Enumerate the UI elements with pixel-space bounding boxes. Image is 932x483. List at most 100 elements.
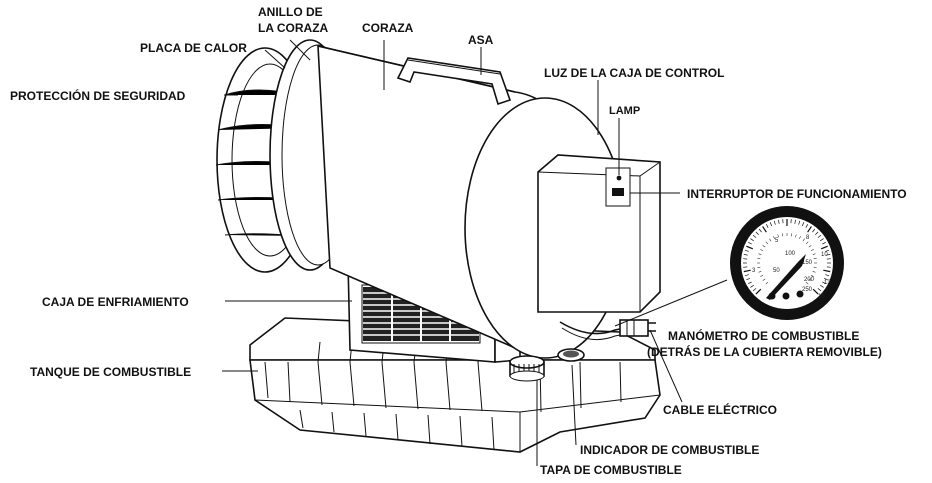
gauge-needle	[766, 254, 806, 300]
gauge-inner-tick	[757, 258, 761, 260]
gauge-inner-tick	[769, 238, 772, 242]
gauge-inner-tick	[795, 234, 797, 238]
label-tanque: TANQUE DE COMBUSTIBLE	[30, 365, 191, 379]
gauge-inner-tick	[810, 249, 814, 251]
gauge-inner-tick	[773, 236, 775, 240]
gauge-tick	[744, 249, 749, 252]
gauge-tick	[825, 249, 830, 252]
gauge-inner-tick	[810, 275, 814, 277]
gauge-tick	[815, 231, 819, 235]
gauge-tick	[794, 219, 796, 224]
fuel-gauge-indicator	[557, 348, 585, 362]
label-anillo-line2: LA CORAZA	[258, 21, 329, 35]
gauge-tick	[823, 277, 828, 281]
gauge-tick	[805, 224, 809, 228]
gauge-inner-tick	[762, 278, 766, 281]
gauge-tick	[801, 222, 805, 227]
gauge-inner-tick	[760, 275, 764, 277]
gauge-inner-tick	[805, 281, 809, 285]
label-luz-caja: LUZ DE LA CAJA DE CONTROL	[544, 66, 724, 80]
label-cable: CABLE ELÉCTRICO	[663, 402, 777, 417]
gauge-tick	[752, 288, 757, 292]
label-caja-enfriamiento: CAJA DE ENFRIAMIENTO	[42, 295, 189, 309]
label-indicador: INDICADOR DE COMBUSTIBLE	[580, 443, 759, 457]
power-cord	[559, 319, 656, 341]
gauge-tick	[744, 274, 749, 277]
gauge-tick	[746, 245, 754, 250]
gauge-tick	[755, 231, 759, 235]
gauge-tick	[758, 228, 762, 233]
gauge-inner-tick	[813, 266, 817, 268]
gauge-tick	[752, 234, 757, 238]
gauge-tick	[823, 269, 831, 273]
gauge-tick	[826, 254, 831, 256]
label-interruptor: INTERRUPTOR DE FUNCIONAMIENTO	[687, 187, 907, 201]
gauge-inner-tick	[808, 245, 812, 248]
gauge-inner-tick	[812, 253, 816, 255]
gauge-inner-tick	[758, 271, 762, 273]
gauge-outer-5: 5	[775, 238, 779, 244]
gauge-inner-tick	[765, 241, 769, 245]
label-proteccion: PROTECCIÓN DE SEGURIDAD	[10, 88, 186, 103]
labels: ANILLO DE LA CORAZA PLACA DE CALOR CORAZ…	[10, 5, 907, 477]
label-tapa: TAPA DE COMBUSTIBLE	[540, 463, 682, 477]
gauge-tick	[812, 288, 819, 295]
gauge-tick	[755, 288, 762, 295]
gauge-tick	[765, 224, 769, 228]
leader-lines	[222, 39, 728, 466]
label-asa: ASA	[468, 33, 494, 47]
fuel-cap	[509, 355, 545, 382]
operating-switch	[612, 188, 624, 196]
gauge-inner-200: 200	[804, 277, 815, 283]
gauge-outer-13: 13	[824, 280, 831, 286]
gauge-tick	[820, 238, 824, 242]
label-manometro-line2: (DETRÁS DE LA CUBIERTA REMOVIBLE)	[647, 344, 882, 359]
gauge-inner-tick	[782, 233, 784, 237]
gauge-inner-tick	[777, 234, 779, 238]
gauge-tick	[822, 281, 826, 285]
gauge-tick	[778, 219, 780, 224]
label-manometro-line1: MANÓMETRO DE COMBUSTIBLE	[668, 328, 859, 343]
gauge-inner-tick	[799, 236, 801, 240]
gauge-inner-tick	[808, 278, 812, 281]
gauge-outer-3: 3	[752, 268, 756, 274]
gauge-tick	[762, 226, 767, 233]
label-lamp: LAMP	[609, 105, 640, 117]
gauge-inner-250: 250	[802, 287, 813, 293]
gauge-inner-tick	[762, 245, 766, 248]
gauge-tick	[750, 284, 754, 288]
gauge-inner-tick	[805, 241, 809, 245]
gauge-tick	[750, 238, 754, 242]
gauge-tick	[746, 277, 751, 281]
gauge-tick	[748, 241, 752, 245]
gauge-inner-tick	[760, 249, 764, 251]
gauge-tick	[743, 254, 748, 256]
gauge-inner-100: 100	[785, 251, 796, 257]
gauge-outer-10: 10	[821, 252, 828, 258]
gauge-inner-tick	[802, 238, 805, 242]
gauge-tick	[807, 226, 812, 233]
control-box-lamp	[616, 175, 622, 181]
gauge-inner-tick	[765, 281, 769, 285]
gauge-inner-tick	[790, 233, 792, 237]
gauge-tick	[812, 228, 816, 233]
gauge-tick	[773, 220, 776, 225]
handle	[396, 57, 512, 106]
gauge-tick	[820, 284, 824, 288]
control-box	[537, 154, 661, 313]
gauge-tick	[743, 269, 751, 273]
gauge-tick	[817, 234, 822, 238]
gauge-tick	[769, 222, 773, 227]
gauge-ticks	[743, 219, 831, 295]
gauge-tick	[817, 288, 822, 292]
gauge-tick	[822, 241, 826, 245]
gauge-inner-tick	[812, 271, 816, 273]
gauge-tick	[748, 281, 752, 285]
gauge-outer-15: 15	[818, 294, 825, 300]
gauge-inner-tick	[758, 253, 762, 255]
gauge-inner-tick	[813, 258, 817, 260]
label-placa-calor: PLACA DE CALOR	[140, 41, 247, 55]
gauge-inner-150: 150	[802, 260, 813, 266]
label-anillo-line1: ANILLO DE	[258, 5, 323, 19]
